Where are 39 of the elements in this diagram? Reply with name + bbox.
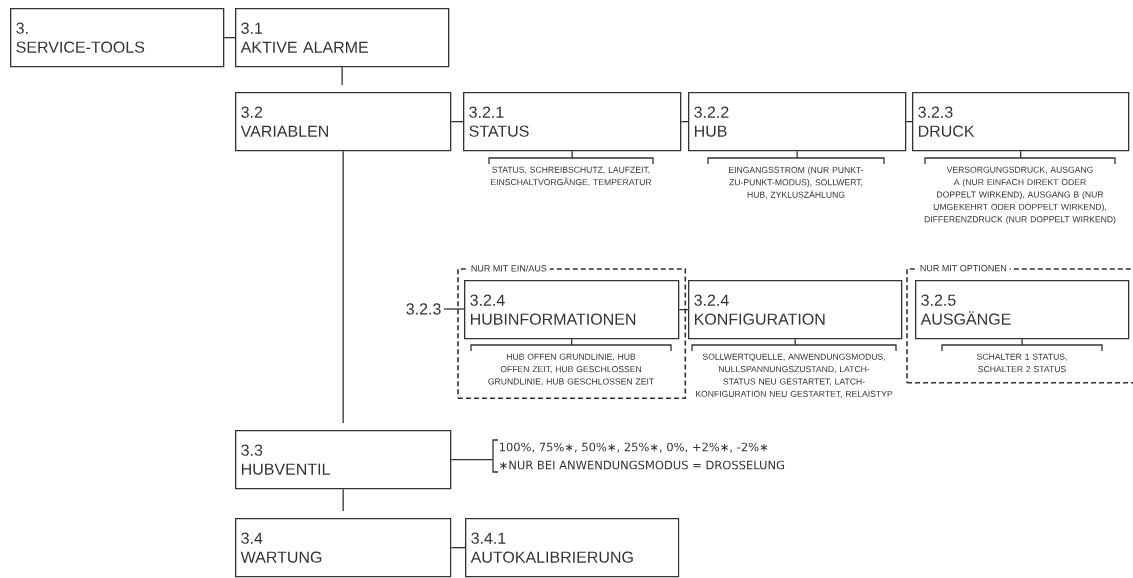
reference-number: 3.2.3 <box>406 303 441 315</box>
connector-line <box>443 308 465 310</box>
connector-line <box>450 459 494 461</box>
connector-line <box>796 150 798 159</box>
menu-box: 3.1 AKTIVE ALARME <box>235 8 450 68</box>
connector-line <box>571 338 573 346</box>
connector-line <box>571 150 573 159</box>
description-text: HUB OFFEN GRUNDLINIE, HUB OFFEN ZEIT, HUB GESCHLOSSEN GRUNDLINIE, HUB GESCHLOSSEN ZEIT <box>488 353 654 386</box>
menu-box: 3.4.1 AUTOKALIBRIERUNG <box>465 518 680 578</box>
description-text: SCHALTER 1 STATUS, SCHALTER 2 STATUS <box>977 353 1067 373</box>
connector-line <box>678 309 689 311</box>
description-text: STATUS, SCHREIBSCHUTZ, LAUFZEIT, EINSCHALTVORGÄNGE, TEMPERATUR <box>491 166 652 187</box>
menu-box: 3. SERVICE-TOOLS <box>10 8 225 68</box>
menu-box: 3.2 VARIABLEN <box>235 92 452 152</box>
connector-line <box>450 121 464 123</box>
connector-line <box>342 488 344 512</box>
menu-box: 3.2.5 AUSGÄNGE <box>915 280 1130 340</box>
menu-box: 3.2.2 HUB <box>688 92 907 152</box>
menu-box: 3.2.4 KONFIGURATION <box>688 280 903 340</box>
connector-line <box>1020 150 1022 159</box>
connector-line <box>905 121 913 123</box>
value-list: 100%, 75%∗, 50%∗, 25%∗, 0%, +2%∗, -2%∗ ∗NUR BEI ANWENDUNGSMODUS = DROSSELUNG <box>499 442 785 470</box>
connector-line <box>680 121 689 123</box>
menu-box: 3.3 HUBVENTIL <box>235 430 452 490</box>
menu-box: 3.2.4 HUBINFORMATIONEN <box>464 280 680 340</box>
group-label: NUR MIT OPTIONEN <box>916 264 1010 273</box>
menu-box: 3.4 WARTUNG <box>235 518 452 578</box>
connector-line <box>342 150 344 424</box>
connector-line <box>223 37 236 39</box>
menu-box: 3.2.3 DRUCK <box>912 92 1130 152</box>
connector-line <box>450 547 466 549</box>
group-label: NUR MIT EIN/AUS <box>467 263 550 273</box>
connector-line <box>341 66 343 86</box>
connector-line <box>794 338 796 346</box>
description-text: VERSORGUNGSDRUCK, AUSGANG A (NUR EINFACH DIREKT ODER DOPPELT WIRKEND), AUSGANG B (NUR UMGEKEHRT ODER DOPPELT WIRKEND), DIFFERENZDRUCK (NUR DOPPELT WIRKEND) <box>924 166 1116 224</box>
description-text: SOLLWERTQUELLE, ANWENDUNGSMODUS, NULLSPANNUNGSZUSTAND, LATCH-STATUS NEU GESTARTET, LATCH-KONFIGURATION NEU GESTARTET, RELAISTYP <box>696 353 893 398</box>
description-text: EINGANGSSTROM (NUR PUNKT-ZU-PUNKT-MODUS), SOLLWERT, HUB, ZYKLUSZÄHLUNG <box>729 166 864 199</box>
connector-line <box>1021 338 1023 346</box>
menu-box: 3.2.1 STATUS <box>463 92 682 152</box>
